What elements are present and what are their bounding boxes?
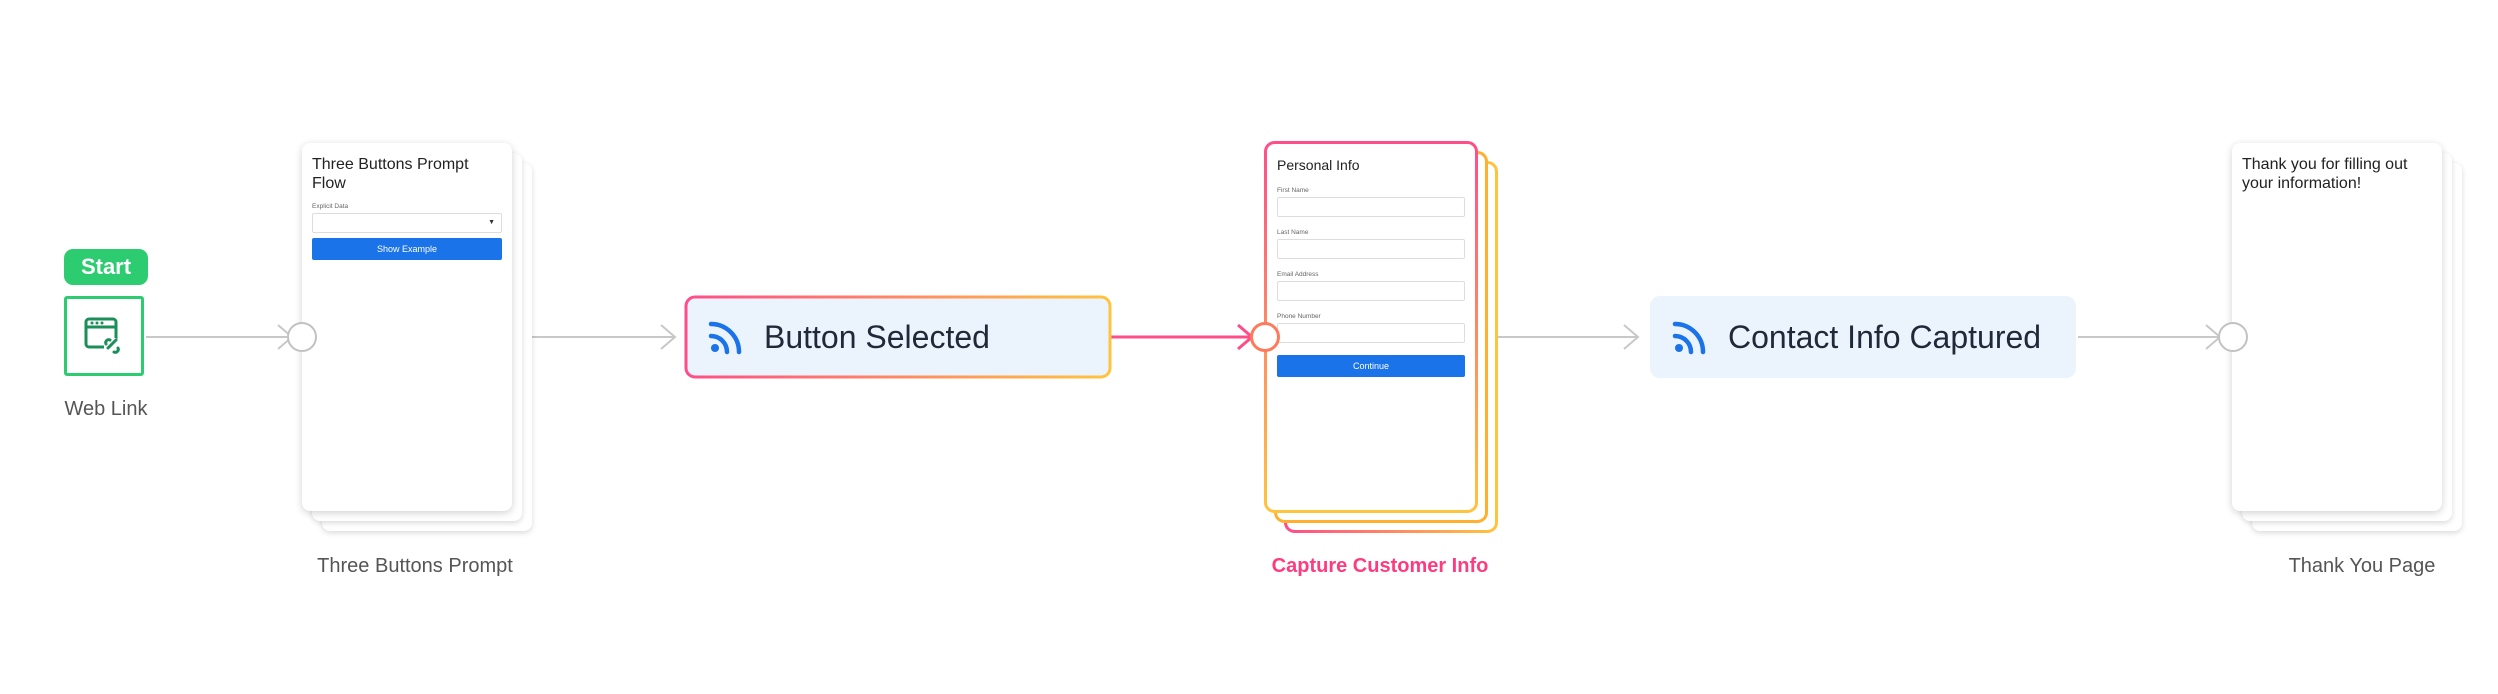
arrowhead [660,324,677,350]
event-node-contact-info-captured[interactable]: Contact Info Captured [1650,296,2076,378]
page-title: Three Buttons Prompt Flow [312,156,469,192]
page-preview: Thank you for filling out your informati… [2232,143,2442,511]
chevron-down-icon: ▼ [488,219,495,226]
page-node-thank-you[interactable]: Thank you for filling out your informati… [2232,143,2462,533]
page-preview: Three Buttons Prompt Flow Explicit Data … [302,143,512,511]
event-node-button-selected[interactable]: Button Selected [686,297,1110,377]
page-node-three-buttons[interactable]: Three Buttons Prompt Flow Explicit Data … [302,143,532,533]
start-badge: Start [64,249,148,285]
web-link-icon [84,317,120,354]
rss-feed-icon [1672,321,1706,355]
page-caption-capture-customer-info: Capture Customer Info [1271,555,1489,577]
show-example-button: Show Example [312,238,502,260]
start-caption: Web Link [64,398,148,420]
event-label: Button Selected [764,318,990,355]
page-title: Personal Info [1277,157,1360,173]
page-node-capture-customer-info[interactable]: Personal Info First Name Last Name Email… [1264,141,1498,535]
select-field: ▼ [312,213,502,233]
field-label: Phone Number [1277,313,1321,320]
page-title: Thank you for filling out your informati… [2242,156,2408,192]
continue-button: Continue [1277,355,1465,377]
page-caption-thank-you: Thank You Page [2288,555,2436,577]
input-port-capture-customer-info[interactable] [1250,322,1280,352]
rss-feed-icon [708,321,742,355]
field-label: First Name [1277,187,1309,194]
text-field [1277,239,1465,259]
text-field [1277,281,1465,301]
event-node-button-selected-border [684,295,1112,379]
text-field [1277,197,1465,217]
input-port-thank-you[interactable] [2218,322,2248,352]
page-caption-three-buttons: Three Buttons Prompt [317,555,513,577]
event-label: Contact Info Captured [1728,318,2042,355]
field-label: Email Address [1277,271,1319,278]
text-field [1277,323,1465,343]
field-label: Explicit Data [312,203,349,210]
page-preview: Personal Info First Name Last Name Email… [1267,144,1475,510]
start-node-web-link[interactable] [64,296,144,376]
field-label: Last Name [1277,229,1309,236]
input-port-three-buttons[interactable] [287,322,317,352]
arrowhead [1623,324,1640,350]
